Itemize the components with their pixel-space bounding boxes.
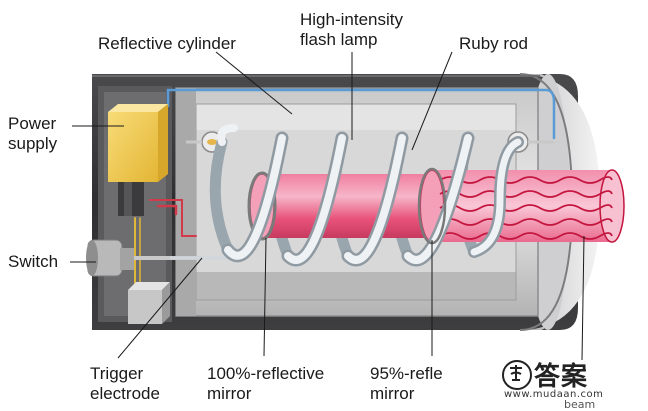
leader-lines [70, 51, 585, 361]
reflective-mirror-100 [247, 171, 277, 241]
wires [128, 88, 556, 301]
trigger-electrode-block [128, 256, 232, 324]
watermark-glyph-icon [510, 365, 522, 381]
site-watermark: 答案 www.mudaan.com beam [500, 356, 640, 411]
watermark-site-name: 答案 [534, 362, 589, 392]
label-power-supply: Power supply [8, 114, 58, 153]
switch-component [86, 239, 134, 277]
label-switch: Switch [8, 252, 59, 271]
power-supply-box [108, 104, 168, 216]
label-trigger-electrode: Trigger electrode [90, 364, 160, 403]
flash-lamp-front [217, 124, 524, 267]
label-ruby-rod: Ruby rod [459, 34, 528, 53]
label-100-reflective-mirror: 100%-reflective mirror [207, 364, 325, 403]
label-reflective-cylinder: Reflective cylinder [98, 34, 236, 53]
label-flash-lamp: High-intensity flash lamp [300, 10, 403, 49]
watermark-url: www.mudaan.com [504, 389, 604, 400]
label-95-mirror: 95%-refle mirror [370, 364, 443, 403]
watermark-logo-icon [502, 360, 532, 390]
watermark-tail: beam [564, 398, 596, 411]
